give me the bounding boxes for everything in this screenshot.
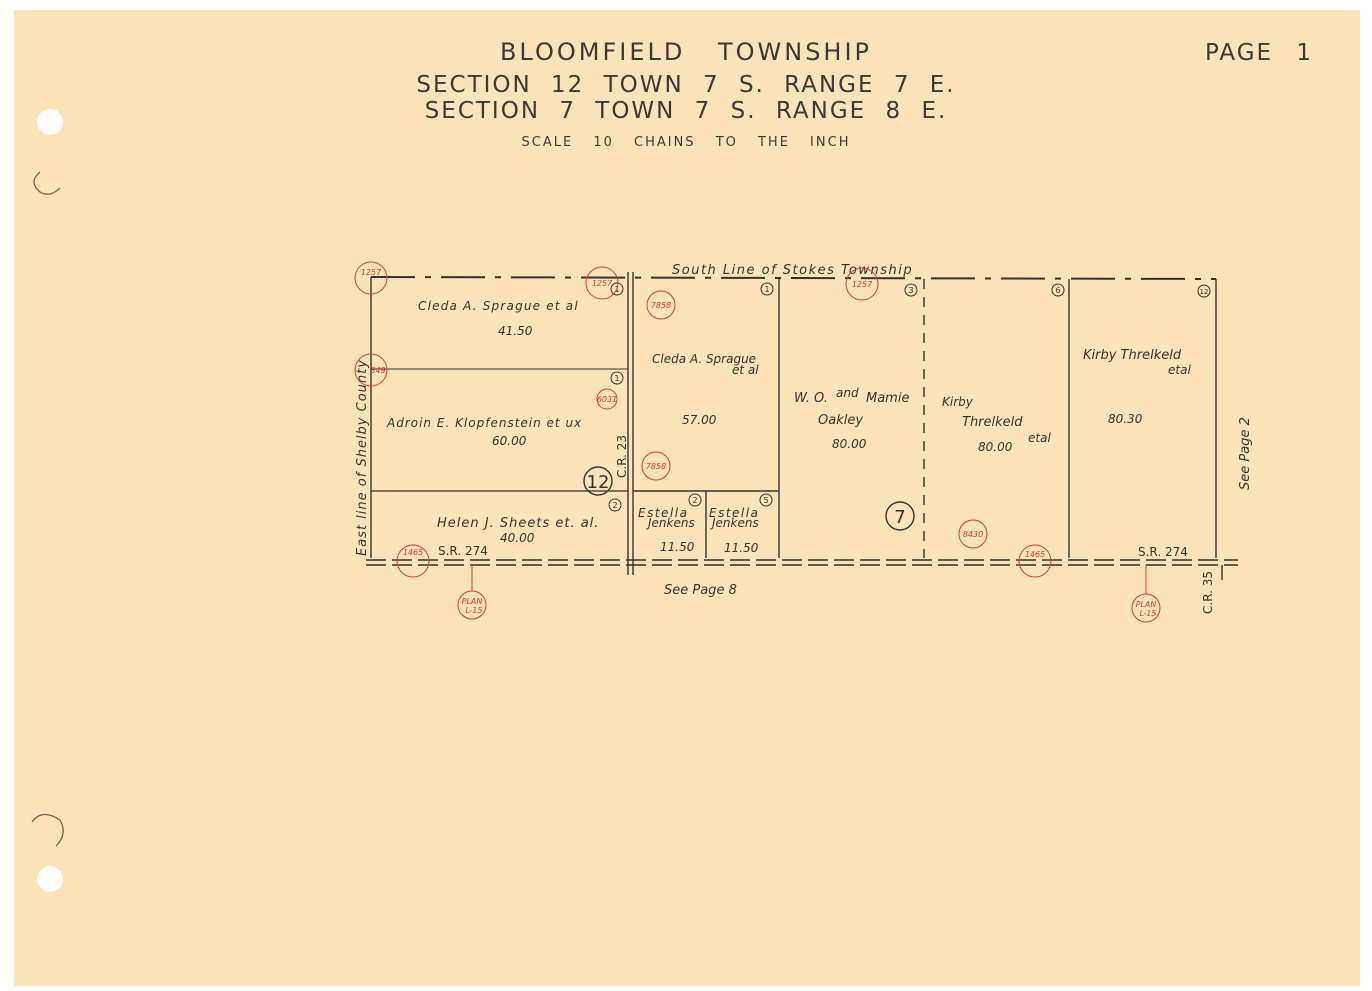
north-line-label: South Line of Stokes Township — [672, 263, 913, 278]
parcel-num-1b: 1 — [614, 374, 619, 383]
owner-jenkens-a-l1: Estella — [638, 506, 688, 520]
parcel-num-2b: 2 — [692, 496, 697, 505]
stamp-8430: 8430 — [963, 530, 983, 539]
cr35-label: C.R. 35 — [1201, 571, 1215, 614]
stamp-1465-se-circle — [1018, 544, 1052, 578]
parcel-num-circle-1b — [610, 371, 624, 385]
parcel-num-circle-2b — [688, 493, 702, 507]
owner-sheets: Helen J. Sheets et. al. — [437, 516, 599, 531]
owner-sprague-57-l2: et al — [732, 363, 759, 377]
parcel-num-circle-2a — [608, 498, 622, 512]
owner-threlkeld2-l1: Kirby Threlkeld — [1083, 348, 1182, 363]
stamp-6031: 6031 — [597, 395, 617, 404]
owner-oakley-and: and — [836, 386, 859, 400]
parcel-num-6: 6 — [1055, 286, 1060, 295]
acres-41-50: 41.50 — [498, 324, 533, 338]
parcel-num-circle-12 — [1197, 284, 1211, 298]
scale-line: SCALE 10 CHAINS TO THE INCH — [521, 135, 851, 150]
stamp-6031-circle — [596, 388, 618, 410]
parcel-num-2a: 2 — [612, 501, 617, 510]
stamp-1257-mid-circle — [585, 266, 619, 300]
stamp-349-circle — [354, 353, 388, 387]
owner-threlkeld-l3: etal — [1028, 431, 1051, 445]
owner-oakley-l2: Oakley — [818, 413, 863, 428]
section-7-circle — [885, 501, 915, 531]
parcel-num-5: 5 — [763, 496, 768, 505]
paper-background — [14, 10, 1360, 986]
stamp-1257-mid: 1257 — [592, 279, 613, 288]
owner-jenkens-b-l2: Jenkens — [710, 516, 759, 530]
acres-80-30: 80.30 — [1108, 412, 1143, 426]
page-number: PAGE 1 — [1205, 40, 1314, 66]
acres-80-00-b: 80.00 — [978, 440, 1013, 454]
acres-11-50-a: 11.50 — [660, 540, 695, 554]
binder-hole-bottom — [37, 866, 63, 892]
sr274-label-left: S.R. 274 — [438, 544, 488, 558]
section-7-label: 7 — [894, 507, 905, 528]
stamp-1257-n7-circle — [845, 267, 879, 301]
owner-sprague-57-l1: Cleda A. Sprague — [652, 352, 756, 366]
binder-tear-top — [33, 171, 61, 195]
south-page-ref: See Page 8 — [664, 583, 737, 598]
stamp-1465-sw: 1465 — [403, 548, 423, 557]
stamp-7858-top-circle — [646, 290, 676, 320]
stamp-plan-west-l1: PLAN — [462, 597, 483, 606]
parcel-num-1c: 1 — [764, 285, 769, 294]
stamp-1257-nw: 1257 — [361, 268, 382, 277]
owner-klopfenstein: Adroin E. Klopfenstein et ux — [386, 416, 582, 430]
acres-80-00-a: 80.00 — [832, 437, 867, 451]
section-12-header: SECTION 12 TOWN 7 S. RANGE 7 E. — [416, 72, 956, 98]
owner-jenkens-b-l1: Estella — [709, 506, 759, 520]
stamp-plan-east-l1: PLAN — [1136, 600, 1157, 609]
map-title: BLOOMFIELD TOWNSHIP — [499, 38, 873, 66]
parcel-num-circle-1a — [610, 282, 624, 296]
parcel-num-circle-5 — [759, 493, 773, 507]
stamp-1257-n7: 1257 — [852, 280, 873, 289]
owner-oakley-l1b: Mamie — [866, 391, 909, 406]
stamp-1465-sw-circle — [396, 544, 430, 578]
section-12-circle — [583, 466, 613, 496]
owner-threlkeld2-l2: etal — [1168, 363, 1191, 377]
section-7-header: SECTION 7 TOWN 7 S. RANGE 8 E. — [424, 98, 948, 124]
owner-jenkens-a-l2: Jenkens — [646, 516, 695, 530]
stamp-7858-low-circle — [641, 451, 671, 481]
stamp-7858-low: 7858 — [646, 462, 666, 471]
parcel-num-3: 3 — [908, 286, 913, 295]
parcel-num-circle-1c — [760, 282, 774, 296]
owner-threlkeld-l2: Threlkeld — [962, 415, 1023, 430]
acres-57-00: 57.00 — [682, 413, 717, 427]
east-page-ref: See Page 2 — [1238, 417, 1253, 490]
acres-40-00: 40.00 — [500, 531, 535, 545]
north-boundary — [370, 276, 1217, 280]
stamp-8430-circle — [958, 519, 988, 549]
stamp-plan-east-l2: L-15 — [1140, 609, 1157, 618]
binder-tear-bottom — [31, 813, 64, 847]
owner-oakley-l1: W. O. — [794, 391, 828, 406]
stamp-1257-nw-circle — [354, 261, 388, 295]
stamp-plan-west-l2: L-15 — [466, 606, 483, 615]
acres-60-00: 60.00 — [492, 434, 527, 448]
cr23-label: C.R. 23 — [615, 435, 629, 478]
parcel-num-circle-6 — [1051, 283, 1065, 297]
section-12-label: 12 — [587, 472, 610, 493]
west-line-label: East line of Shelby County — [355, 359, 370, 556]
owner-threlkeld-l1: Kirby — [942, 395, 974, 409]
sr274-label-right: S.R. 274 — [1138, 545, 1188, 559]
owner-sprague-41: Cleda A. Sprague et al — [418, 299, 579, 313]
stamp-349: 349 — [370, 366, 385, 375]
stamp-7858-top: 7858 — [651, 301, 671, 310]
stamp-1465-se: 1465 — [1025, 550, 1045, 559]
binder-hole-top — [37, 109, 63, 135]
parcel-num-12: 12 — [1200, 288, 1209, 296]
acres-11-50-b: 11.50 — [724, 541, 759, 555]
parcel-num-circle-3 — [904, 283, 918, 297]
